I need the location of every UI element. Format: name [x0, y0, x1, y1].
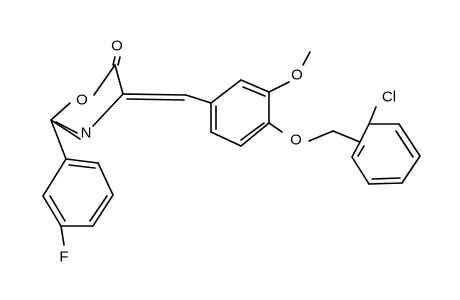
ring-oxygen-label: O [76, 92, 88, 109]
ring-nitrogen-label: N [81, 125, 92, 142]
fluorophenyl-ring [42, 119, 114, 246]
chlorophenyl-ring [351, 106, 421, 185]
exocyclic-double-bond [122, 93, 187, 101]
benzyl-ether-linker [268, 122, 361, 143]
methoxy-oxygen-label: O [291, 67, 303, 84]
ether-oxygen-label: O [290, 132, 302, 149]
central-benzene-ring [185, 79, 270, 147]
atom-labels: O O N F O O Cl [59, 38, 396, 266]
oxazolone-ring [50, 56, 124, 140]
carbonyl-oxygen-label: O [111, 38, 123, 55]
chlorine-label: Cl [382, 89, 396, 106]
fluorine-label: F [59, 249, 68, 266]
methoxy-group [268, 51, 311, 93]
